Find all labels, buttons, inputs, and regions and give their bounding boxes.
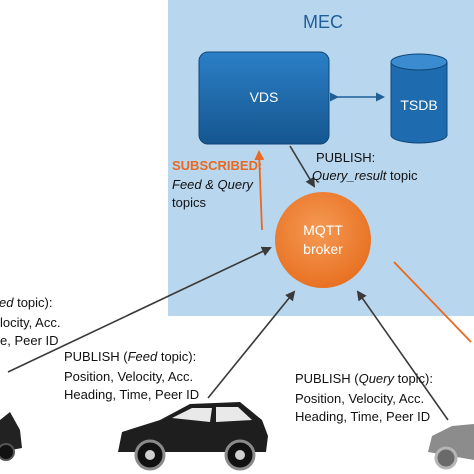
- vds-node: [198, 51, 330, 145]
- left-publish-arrow: [7, 246, 272, 373]
- subscribed-topics: Feed & Query: [172, 177, 253, 192]
- middle-publish-prefix: PUBLISH (: [64, 349, 128, 364]
- right-publish-topic-name: Query: [358, 371, 394, 386]
- left-publish-topic-suffix: topic):: [13, 295, 53, 310]
- middle-publish-arrow: [207, 290, 296, 399]
- mqtt-broker-node: [275, 192, 371, 288]
- left-publish-line3: e, Peer ID: [0, 333, 59, 348]
- publish-result-topic-suffix: topic: [386, 168, 418, 183]
- right-car-icon: [428, 424, 474, 470]
- publish-result-topic-name: Query_result: [312, 168, 387, 183]
- right-publish-suffix: topic):: [393, 371, 433, 386]
- tsdb-node: [390, 53, 448, 144]
- middle-publish-line2: Position, Velocity, Acc.: [64, 369, 194, 384]
- mec-region-label: MEC: [303, 12, 343, 32]
- broker-label-line2: broker: [303, 241, 343, 257]
- publish-result-arrow: [289, 145, 316, 188]
- publish-result-title: PUBLISH:: [316, 150, 376, 165]
- subscribed-topics-suffix: topics: [172, 195, 206, 210]
- tsdb-label: TSDB: [400, 97, 438, 113]
- middle-car-icon: [118, 402, 268, 471]
- left-publish-line2: locity, Acc.: [0, 315, 61, 330]
- right-publish-line3: Heading, Time, Peer ID: [295, 409, 431, 424]
- right-publish-line1: PUBLISH (Query topic):: [295, 370, 433, 387]
- publish-result-topic: Query_result topic: [312, 167, 418, 184]
- middle-publish-suffix: topic):: [157, 349, 197, 364]
- subscribed-arrow: [254, 150, 265, 231]
- vds-label: VDS: [249, 89, 279, 105]
- right-publish-prefix: PUBLISH (: [295, 371, 359, 386]
- right-publish-line2: Position, Velocity, Acc.: [295, 391, 425, 406]
- subscribed-title: SUBSCRIBED:: [172, 158, 263, 173]
- left-car-icon: [0, 412, 22, 461]
- left-publish-topic-name: ed: [0, 295, 14, 310]
- middle-publish-topic-name: Feed: [127, 349, 158, 364]
- right-publish-arrow: [356, 290, 449, 421]
- broker-right-orange-arrow: [393, 261, 472, 343]
- broker-label-line1: MQTT: [303, 222, 343, 238]
- left-publish-line1: ed topic):: [0, 294, 52, 311]
- middle-publish-line3: Heading, Time, Peer ID: [64, 387, 200, 402]
- middle-publish-line1: PUBLISH (Feed topic):: [64, 348, 196, 365]
